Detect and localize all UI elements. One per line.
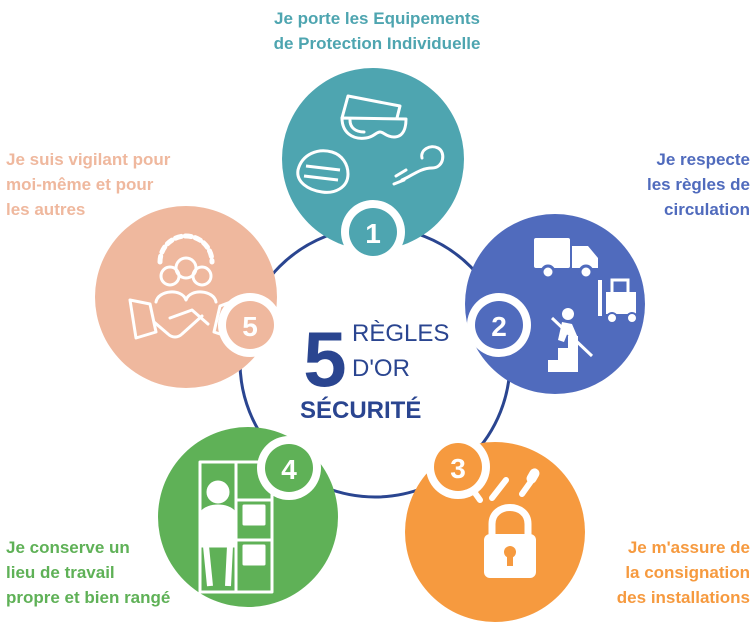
rule-2-label-line: Je respecte <box>656 150 750 169</box>
rule-3-label-line: des installations <box>616 588 750 607</box>
rule-4-label-line: propre et bien rangé <box>6 588 171 607</box>
center-big-number: 5 <box>303 315 346 403</box>
center-line-securite: SÉCURITÉ <box>300 396 421 424</box>
rule-2-bubble: 2 <box>465 214 645 394</box>
rule-2-label-line: les règles de <box>646 175 750 194</box>
rule-5-number: 5 <box>242 311 258 342</box>
rule-1-number: 1 <box>365 218 381 249</box>
rule-2-label: Je respecte les règles de circulation <box>550 147 750 222</box>
padlock-chain-icon <box>464 468 540 578</box>
stairs-person-icon <box>548 308 594 372</box>
rule-5-label-line: les autres <box>6 200 86 219</box>
rule-5-bubble: 5 <box>95 206 282 388</box>
rule-2-label-line: circulation <box>664 200 750 219</box>
rule-3-label-line: Je m'assure de <box>627 538 750 557</box>
truck-icon <box>534 238 598 280</box>
center-line-regles: RÈGLES <box>352 320 449 347</box>
rule-4-label-line: lieu de travail <box>6 563 115 582</box>
face-mask-icon <box>296 149 350 194</box>
rule-3-label-line: la consignation <box>625 563 750 582</box>
earplugs-icon <box>392 145 445 186</box>
rule-4-bubble: 4 <box>158 427 338 607</box>
safety-glasses-icon <box>340 94 408 140</box>
rule-1-label-line: de Protection Individuelle <box>273 34 481 53</box>
rule-5-label-line: Je suis vigilant pour <box>6 150 171 169</box>
rule-3-label: Je m'assure de la consignation des insta… <box>550 535 750 610</box>
rule-4-label-line: Je conserve un <box>6 538 130 557</box>
rule-4-number: 4 <box>281 454 297 485</box>
rule-3-number: 3 <box>450 453 466 484</box>
rule-4-label: Je conserve un lieu de travail propre et… <box>6 535 226 610</box>
forklift-icon <box>598 278 638 324</box>
rule-1-label: Je porte les Equipements de Protection I… <box>232 6 522 56</box>
rule-1-bubble: 1 <box>282 68 464 264</box>
worker-shelves-icon <box>198 460 274 594</box>
rule-5-label: Je suis vigilant pour moi-même et pour l… <box>6 147 226 222</box>
center-line-dor: D'OR <box>352 355 410 382</box>
rule-3-bubble: 3 <box>405 435 585 622</box>
rule-1-label-line: Je porte les Equipements <box>274 9 480 28</box>
rule-5-label-line: moi-même et pour <box>6 175 154 194</box>
rule-2-number: 2 <box>491 311 507 342</box>
